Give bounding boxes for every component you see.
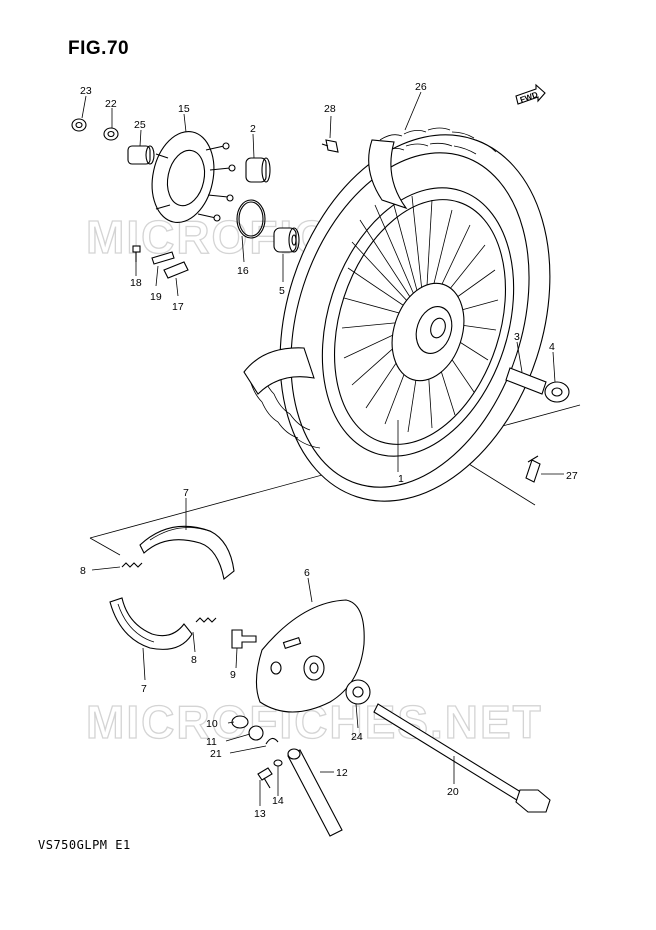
callout-22: 22 [105,98,117,110]
part-5-bearing [273,227,300,253]
wheel-hub [391,282,465,382]
part-13-bolt [257,767,273,789]
part-11-washer [248,725,264,741]
part-24-spacer [345,679,371,705]
callout-11: 11 [206,736,217,748]
callout-6: 6 [304,567,310,579]
model-code: VS750GLPM E1 [38,838,131,852]
callout-24: 24 [351,731,363,743]
callout-3: 3 [514,331,520,343]
part-6-brake-panel [255,599,365,713]
part-23-nut [71,118,87,132]
tire-section-bottom [243,347,315,395]
callout-9: 9 [230,669,236,681]
callout-14: 14 [272,795,284,807]
callout-15: 15 [178,103,190,115]
figure-title: FIG.70 [68,38,130,59]
part-18-bolt [132,245,141,262]
part-17-cushion [163,261,189,279]
part-9-brake-cam [231,629,257,649]
part-4-bearing [544,381,570,403]
callout-13: 13 [254,808,266,820]
callout-4: 4 [549,341,555,353]
callout-12: 12 [336,767,348,779]
part-8-spring-upper [121,562,143,568]
part-14-washer [273,759,283,767]
shoe-pivot-line [89,537,121,556]
callout-1: 1 [398,473,404,485]
part-8-spring-lower [195,617,217,623]
rear-wheel-assembly [243,127,551,502]
part-22-nut [103,127,119,141]
callout-21: 21 [210,748,222,760]
callout-25: 25 [134,119,146,131]
part-19-lock-plate [151,251,175,265]
tire-section-top [368,139,408,210]
callout-7-upper: 7 [183,487,189,499]
callout-28: 28 [324,103,336,115]
callout-26: 26 [415,81,427,93]
forward-arrow-icon: FWD [515,83,546,105]
part-21-clip [265,737,279,745]
callout-10: 10 [206,718,218,730]
part-20-axle [373,703,551,813]
part-3-spacer [505,367,547,395]
callout-8-upper: 8 [80,565,86,577]
callout-labels: 1 2 3 4 5 6 7 7 8 8 9 10 11 12 13 14 15 … [80,81,578,820]
forward-label: FWD [519,90,539,105]
callout-19: 19 [150,291,162,303]
part-16-o-ring [236,199,266,239]
callout-5: 5 [279,285,285,297]
part-7-brake-shoe-lower [109,597,193,650]
callout-2: 2 [250,123,256,135]
callout-20: 20 [447,786,459,798]
callout-7-lower: 7 [141,683,147,695]
part-10-seal [231,715,249,729]
callout-27: 27 [566,470,578,482]
part-28-clamp [321,139,339,153]
part-27-valve [525,455,541,483]
leader-lines [81,91,564,806]
callout-18: 18 [130,277,142,289]
part-12-brake-arm [287,748,343,837]
callout-16: 16 [237,265,249,277]
callout-23: 23 [80,85,92,97]
part-7-brake-shoe-upper [139,525,235,580]
part-25-spacer [127,145,155,165]
part-15-drum-plate [151,131,236,223]
callout-17: 17 [172,301,184,313]
callout-8-lower: 8 [191,654,197,666]
part-2-bearing [245,157,271,183]
